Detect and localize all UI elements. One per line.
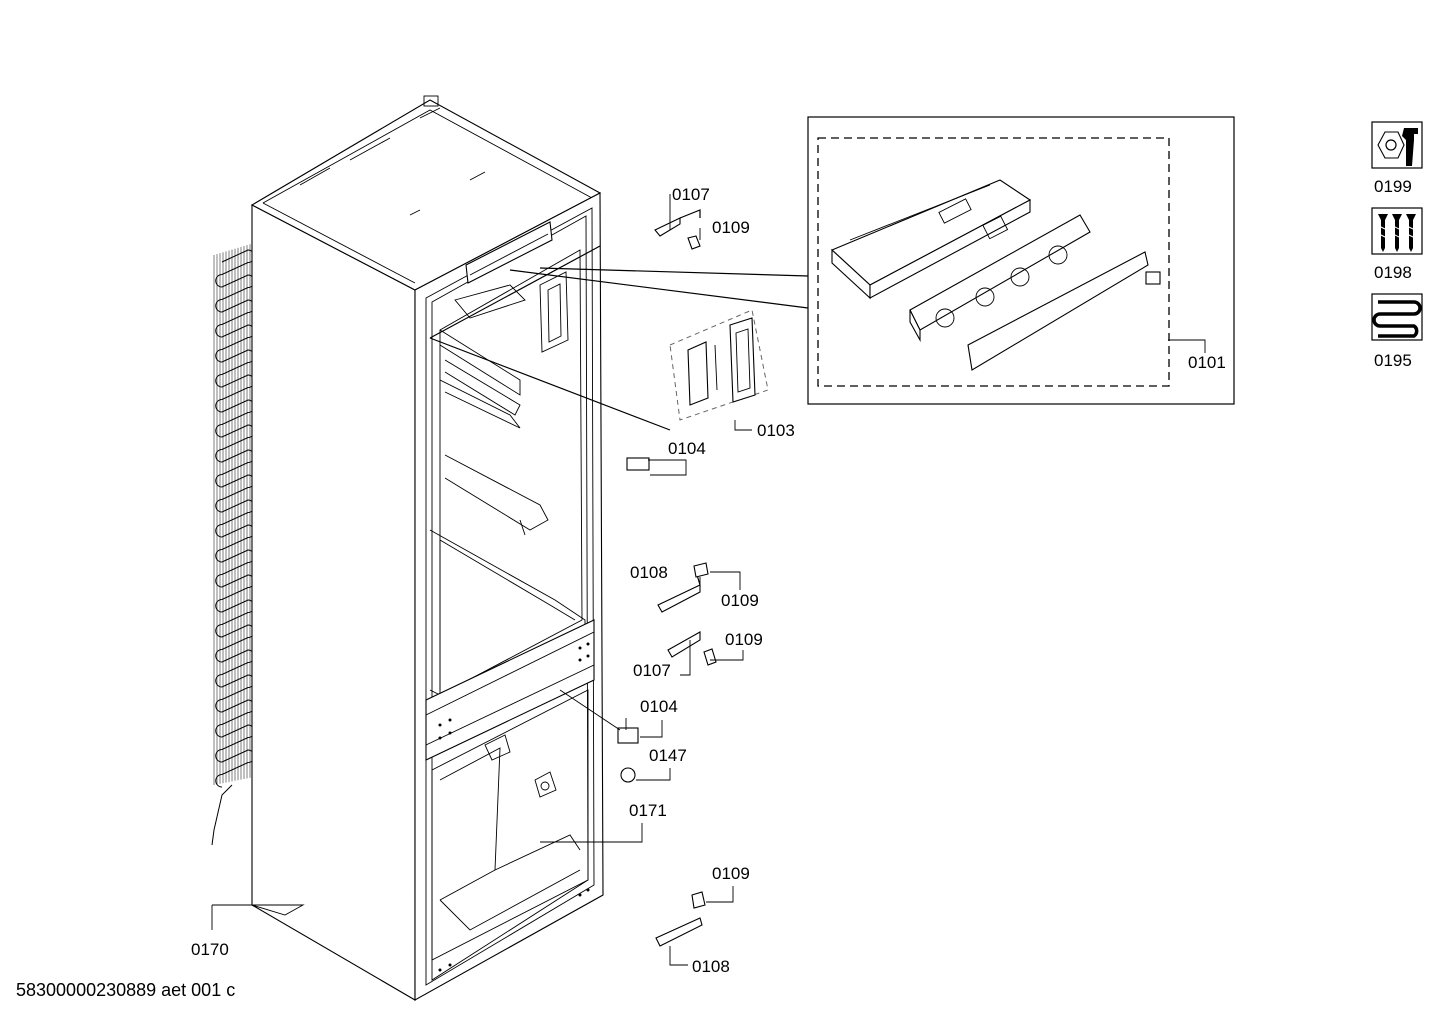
legend-code-0195: 0195 xyxy=(1374,351,1412,370)
label-0104-top: 0104 xyxy=(668,439,706,458)
condenser-coil xyxy=(211,244,255,846)
label-0108-bot: 0108 xyxy=(692,957,730,976)
label-0104-low: 0104 xyxy=(640,697,678,716)
label-0171: 0171 xyxy=(629,801,667,820)
label-0107-mid: 0107 xyxy=(633,661,671,680)
legend: 0199 0198 0195 xyxy=(1371,121,1423,370)
legend-code-0198: 0198 xyxy=(1374,263,1412,282)
document-id: 58300000230889 aet 001 c xyxy=(16,980,236,1000)
label-0109-top: 0109 xyxy=(712,218,750,237)
control-module-group-0101 xyxy=(807,116,1235,405)
leader-lines xyxy=(211,194,1206,966)
wrench-nut-icon xyxy=(1371,121,1423,169)
legend-code-0199: 0199 xyxy=(1374,177,1412,196)
zoom-lines xyxy=(429,245,809,431)
part-labels: 0107 0109 0101 0103 0104 0108 0109 0109 … xyxy=(191,185,1226,976)
screws-icon xyxy=(1371,207,1423,255)
label-0109-bot: 0109 xyxy=(712,864,750,883)
label-0103: 0103 xyxy=(757,421,795,440)
small-parts xyxy=(617,209,717,947)
label-0170: 0170 xyxy=(191,940,229,959)
fridge-cabinet xyxy=(250,95,604,1001)
label-0109-mid2: 0109 xyxy=(725,630,763,649)
heater-coil-icon xyxy=(1371,293,1423,341)
label-0107-top: 0107 xyxy=(672,185,710,204)
label-0147: 0147 xyxy=(649,746,687,765)
label-0108-mid: 0108 xyxy=(630,563,668,582)
label-0101: 0101 xyxy=(1188,353,1226,372)
lamp-cover-group-0103 xyxy=(669,309,769,421)
label-0109-mid1: 0109 xyxy=(721,591,759,610)
